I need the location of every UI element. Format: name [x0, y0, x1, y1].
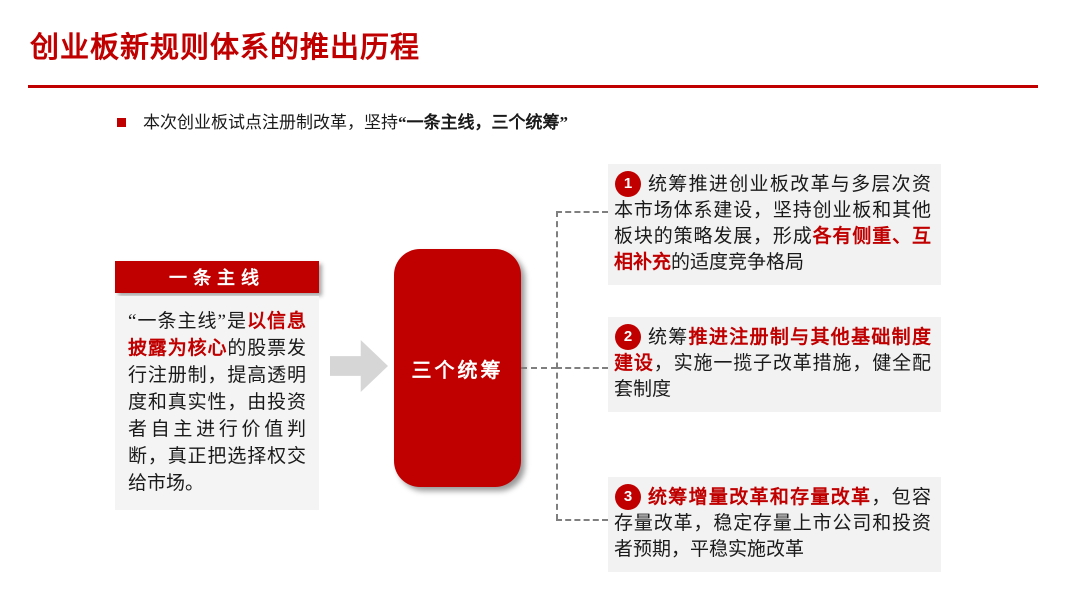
- text-run: 统筹推进创业板改革与多层次资本市场体系建设，坚持创业板和其他板块的策略发展，形成: [614, 174, 931, 247]
- main-line-body: “一条主线”是以信息披露为核心的股票发行注册制，提高透明度和真实性，由投资者自主…: [115, 296, 319, 510]
- number-badge-3: 3: [615, 484, 641, 510]
- bullet-text: 本次创业板试点注册制改革，坚持“一条主线，三个统筹”: [143, 111, 568, 135]
- connector-branch-1: [556, 211, 608, 213]
- text-run: 的适度竞争格局: [671, 252, 805, 273]
- text-run-red: 各有侧重、互相补充: [614, 226, 931, 273]
- connector-center-to-trunk: [521, 367, 557, 369]
- text-run: “一条主线”是: [128, 311, 247, 332]
- point-text-2: 统筹推进注册制与其他基础制度建设，实施一揽子改革措施，健全配套制度: [614, 325, 931, 403]
- page-title: 创业板新规则体系的推出历程: [30, 32, 421, 64]
- point-item-1: 1 统筹推进创业板改革与多层次资本市场体系建设，坚持创业板和其他板块的策略发展，…: [608, 164, 941, 285]
- right-arrow-icon: [330, 340, 388, 392]
- connector-branch-2: [556, 367, 608, 369]
- main-line-header: 一条主线: [115, 261, 319, 293]
- connector-trunk-line: [556, 211, 558, 520]
- bullet-text-bold: “一条主线，三个统筹”: [398, 113, 568, 132]
- text-run: 的股票发行注册制，提高透明度和真实性，由投资者自主进行价值判断，真正把选择权交给…: [128, 338, 306, 494]
- point-item-3: 3 统筹增量改革和存量改革，包容存量改革，稳定存量上市公司和投资者预期，平稳实施…: [608, 477, 941, 572]
- bullet-square-icon: [117, 118, 126, 127]
- title-divider: [28, 85, 1038, 88]
- text-run-red: 以信息披露为核心: [128, 311, 306, 359]
- bullet-row: 本次创业板试点注册制改革，坚持“一条主线，三个统筹”: [117, 111, 568, 135]
- connector-branch-3: [556, 519, 608, 521]
- point-text-1: 统筹推进创业板改革与多层次资本市场体系建设，坚持创业板和其他板块的策略发展，形成…: [614, 172, 931, 276]
- text-run-red: 统筹增量改革和存量改革: [648, 487, 872, 508]
- point-item-2: 2 统筹推进注册制与其他基础制度建设，实施一揽子改革措施，健全配套制度: [608, 317, 941, 412]
- three-coordination-box: 三个统筹: [394, 249, 521, 487]
- text-run: ，包容存量改革，稳定存量上市公司和投资者预期，平稳实施改革: [614, 487, 931, 560]
- number-badge-2: 2: [615, 324, 641, 350]
- text-run: ，实施一揽子改革措施，健全配套制度: [614, 353, 931, 400]
- point-text-3: 统筹增量改革和存量改革，包容存量改革，稳定存量上市公司和投资者预期，平稳实施改革: [614, 485, 931, 563]
- text-run-red: 推进注册制与其他基础制度建设: [614, 327, 931, 374]
- bullet-text-normal: 本次创业板试点注册制改革，坚持: [143, 113, 398, 132]
- number-badge-1: 1: [615, 171, 641, 197]
- text-run: 统筹: [648, 327, 689, 348]
